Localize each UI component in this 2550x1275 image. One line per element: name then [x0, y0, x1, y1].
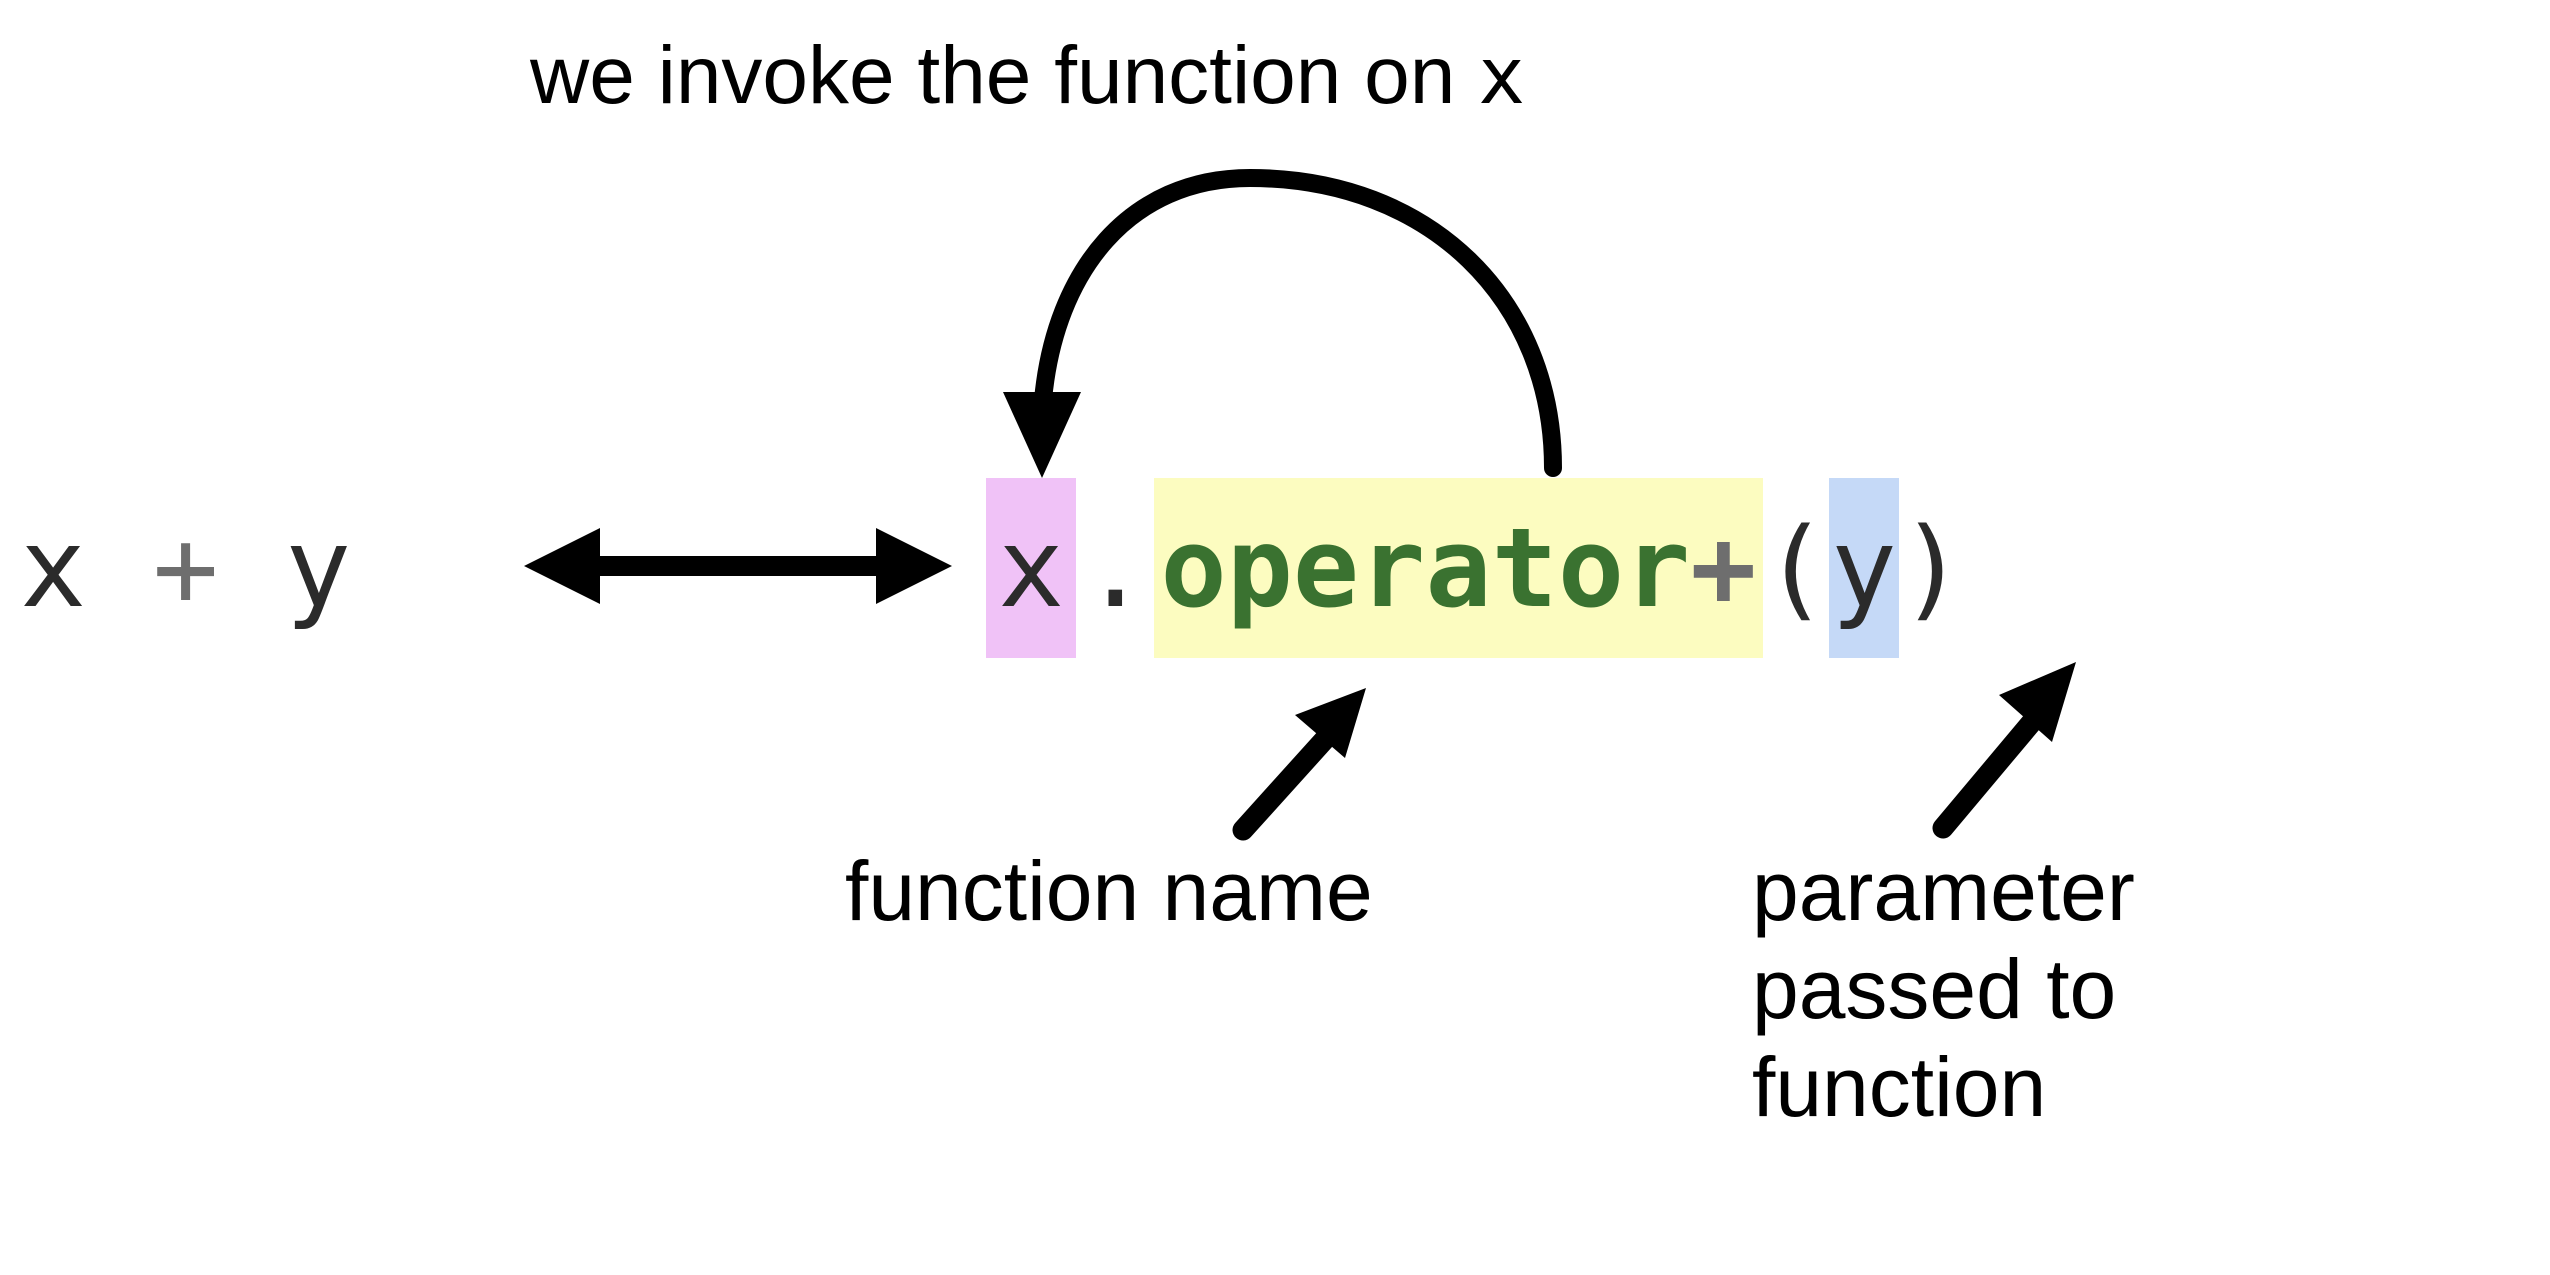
label-function-name: function name — [845, 844, 1373, 938]
infix-space-2 — [219, 504, 285, 632]
close-paren: ) — [1898, 504, 1966, 632]
caption-invoke-function: we invoke the function on x — [530, 28, 1525, 125]
caption-text: we invoke the function on — [530, 30, 1479, 121]
infix-plus-operator: + — [152, 504, 219, 632]
open-paren: ( — [1762, 504, 1829, 632]
infix-space-1 — [86, 504, 152, 632]
infix-expression: x + y — [20, 478, 351, 658]
infix-operand-y: y — [284, 504, 352, 632]
receiver-highlight: x — [986, 478, 1077, 658]
argument-highlight: y — [1828, 478, 1899, 658]
operator-symbol-token: + — [1690, 504, 1757, 632]
equivalence-arrow — [524, 528, 952, 604]
caption-receiver-token: x — [1478, 32, 1526, 122]
member-access-dot: . — [1082, 504, 1149, 632]
function-name-arrow — [1232, 688, 1366, 841]
label-parameter-line-1: parameter — [1752, 844, 2135, 938]
method-call-expression: x.operator+(y) — [986, 478, 1965, 658]
infix-operand-x: x — [20, 504, 87, 632]
label-parameter-line-2: passed to — [1752, 942, 2117, 1036]
parameter-arrow — [1932, 662, 2076, 839]
label-parameter-line-3: function — [1752, 1040, 2047, 1134]
invoke-arrow — [1003, 168, 1562, 478]
function-name-highlight: operator+ — [1154, 478, 1763, 658]
function-name-token: operator — [1160, 504, 1691, 632]
